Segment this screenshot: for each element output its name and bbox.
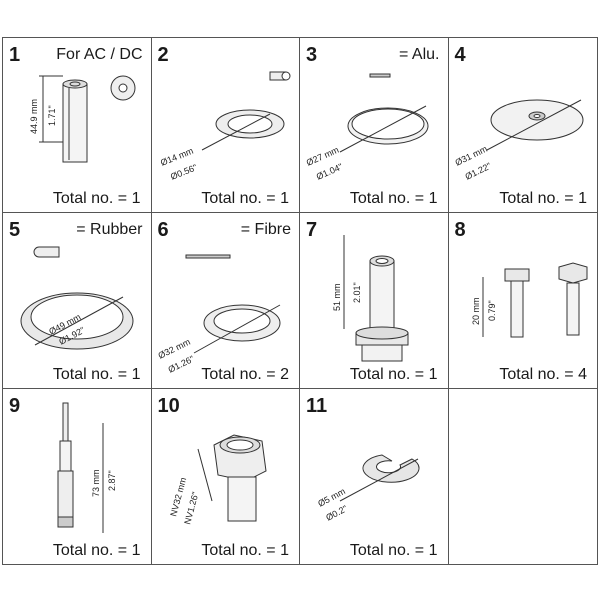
part-3-drawing: Ø27 mm Ø1.04" xyxy=(305,73,429,182)
part-number: 11 xyxy=(306,394,328,417)
dim-mm: 20 mm xyxy=(471,298,481,326)
part-number: 6 xyxy=(157,219,169,242)
part-cell-10: 10 NV32 mm NV1.26" Total no. = 1 xyxy=(152,388,300,564)
total-count: Total no. = 1 xyxy=(201,541,289,559)
part-note: For AC / DC xyxy=(56,46,143,63)
part-9-drawing: 73 mm 2.87" xyxy=(57,402,117,533)
part-note: = Alu. xyxy=(399,46,440,63)
dim-inch: 1.71" xyxy=(47,105,57,126)
dim-inch: 2.01" xyxy=(352,283,362,304)
total-count: Total no. = 4 xyxy=(499,365,587,383)
total-count: Total no. = 1 xyxy=(349,365,438,383)
part-cell-5: 5 = Rubber Ø49 mm Ø1.92" Total no. = 1 xyxy=(3,213,152,389)
part-cell-3: 3 = Alu. Ø27 mm Ø1.04" Total no. = 1 xyxy=(300,38,449,214)
dim-inch: Ø1.26" xyxy=(166,354,195,375)
part-number: 2 xyxy=(157,44,169,66)
part-number: 5 xyxy=(9,219,21,242)
part-number: 10 xyxy=(157,394,180,417)
part-cell-4: 4 Ø31 mm Ø1.22" Total no. = 1 xyxy=(448,38,597,214)
dim-mm: 51 mm xyxy=(332,284,342,312)
part-8-drawing: 20 mm 0.79" xyxy=(471,262,587,338)
part-note: = Fibre xyxy=(240,221,291,239)
part-number: 3 xyxy=(306,44,318,66)
total-count: Total no. = 1 xyxy=(52,541,141,559)
part-cell-6: 6 = Fibre Ø32 mm Ø1.26" Total no. = 2 xyxy=(151,213,300,389)
dim-inch: Ø1.04" xyxy=(315,161,344,181)
total-count: Total no. = 1 xyxy=(52,190,141,208)
dim-inch: 0.79" xyxy=(487,301,497,322)
part-1-drawing: 44.9 mm 1.71" xyxy=(29,75,136,163)
total-count: Total no. = 1 xyxy=(201,190,289,208)
dim-inch: Ø1.22" xyxy=(463,161,492,182)
part-note: = Rubber xyxy=(76,221,143,239)
part-cell-7: 7 51 mm 2.01" Total no. = 1 xyxy=(300,213,449,389)
part-number: 9 xyxy=(9,394,21,417)
part-number: 7 xyxy=(306,219,318,242)
part-11-drawing: Ø5 mm Ø0.2" xyxy=(316,454,420,522)
part-cell-2: 2 Ø14 mm Ø0.56" Total no. = 1 xyxy=(151,38,300,214)
part-10-drawing: NV32 mm NV1.26" xyxy=(168,434,267,525)
dim-inch: NV1.26" xyxy=(182,490,200,525)
part-4-drawing: Ø31 mm Ø1.22" xyxy=(453,99,583,182)
total-count: Total no. = 1 xyxy=(349,190,438,208)
dim-inch: Ø0.56" xyxy=(169,162,198,182)
dim-mm: 73 mm xyxy=(91,469,101,497)
part-number: 8 xyxy=(454,219,466,242)
total-count: Total no. = 1 xyxy=(349,541,438,559)
total-count: Total no. = 1 xyxy=(499,190,587,208)
part-5-drawing: Ø49 mm Ø1.92" xyxy=(20,246,134,350)
part-cell-8: 8 20 mm 0.79" Total no. = 4 xyxy=(448,213,597,389)
part-cell-9: 9 73 mm 2.87" Total no. = 1 xyxy=(3,388,152,564)
part-cell-11: 11 Ø5 mm Ø0.2" Total no. = 1 xyxy=(300,388,449,564)
part-7-drawing: 51 mm 2.01" xyxy=(332,235,409,362)
part-number: 4 xyxy=(454,44,466,66)
part-number: 1 xyxy=(9,44,21,66)
part-6-drawing: Ø32 mm Ø1.26" xyxy=(156,254,280,375)
dim-inch: Ø0.2" xyxy=(324,503,349,522)
dim-inch: 2.87" xyxy=(107,470,117,491)
total-count: Total no. = 2 xyxy=(201,365,289,383)
parts-grid: 1 For AC / DC 44.9 mm 1.71" Total no. = … xyxy=(2,37,598,565)
total-count: Total no. = 1 xyxy=(52,365,141,383)
part-2-drawing: Ø14 mm Ø0.56" xyxy=(159,71,290,182)
part-cell-1: 1 For AC / DC 44.9 mm 1.71" Total no. = … xyxy=(3,38,152,214)
dim-mm: 44.9 mm xyxy=(29,99,39,134)
empty-cell xyxy=(449,389,598,564)
